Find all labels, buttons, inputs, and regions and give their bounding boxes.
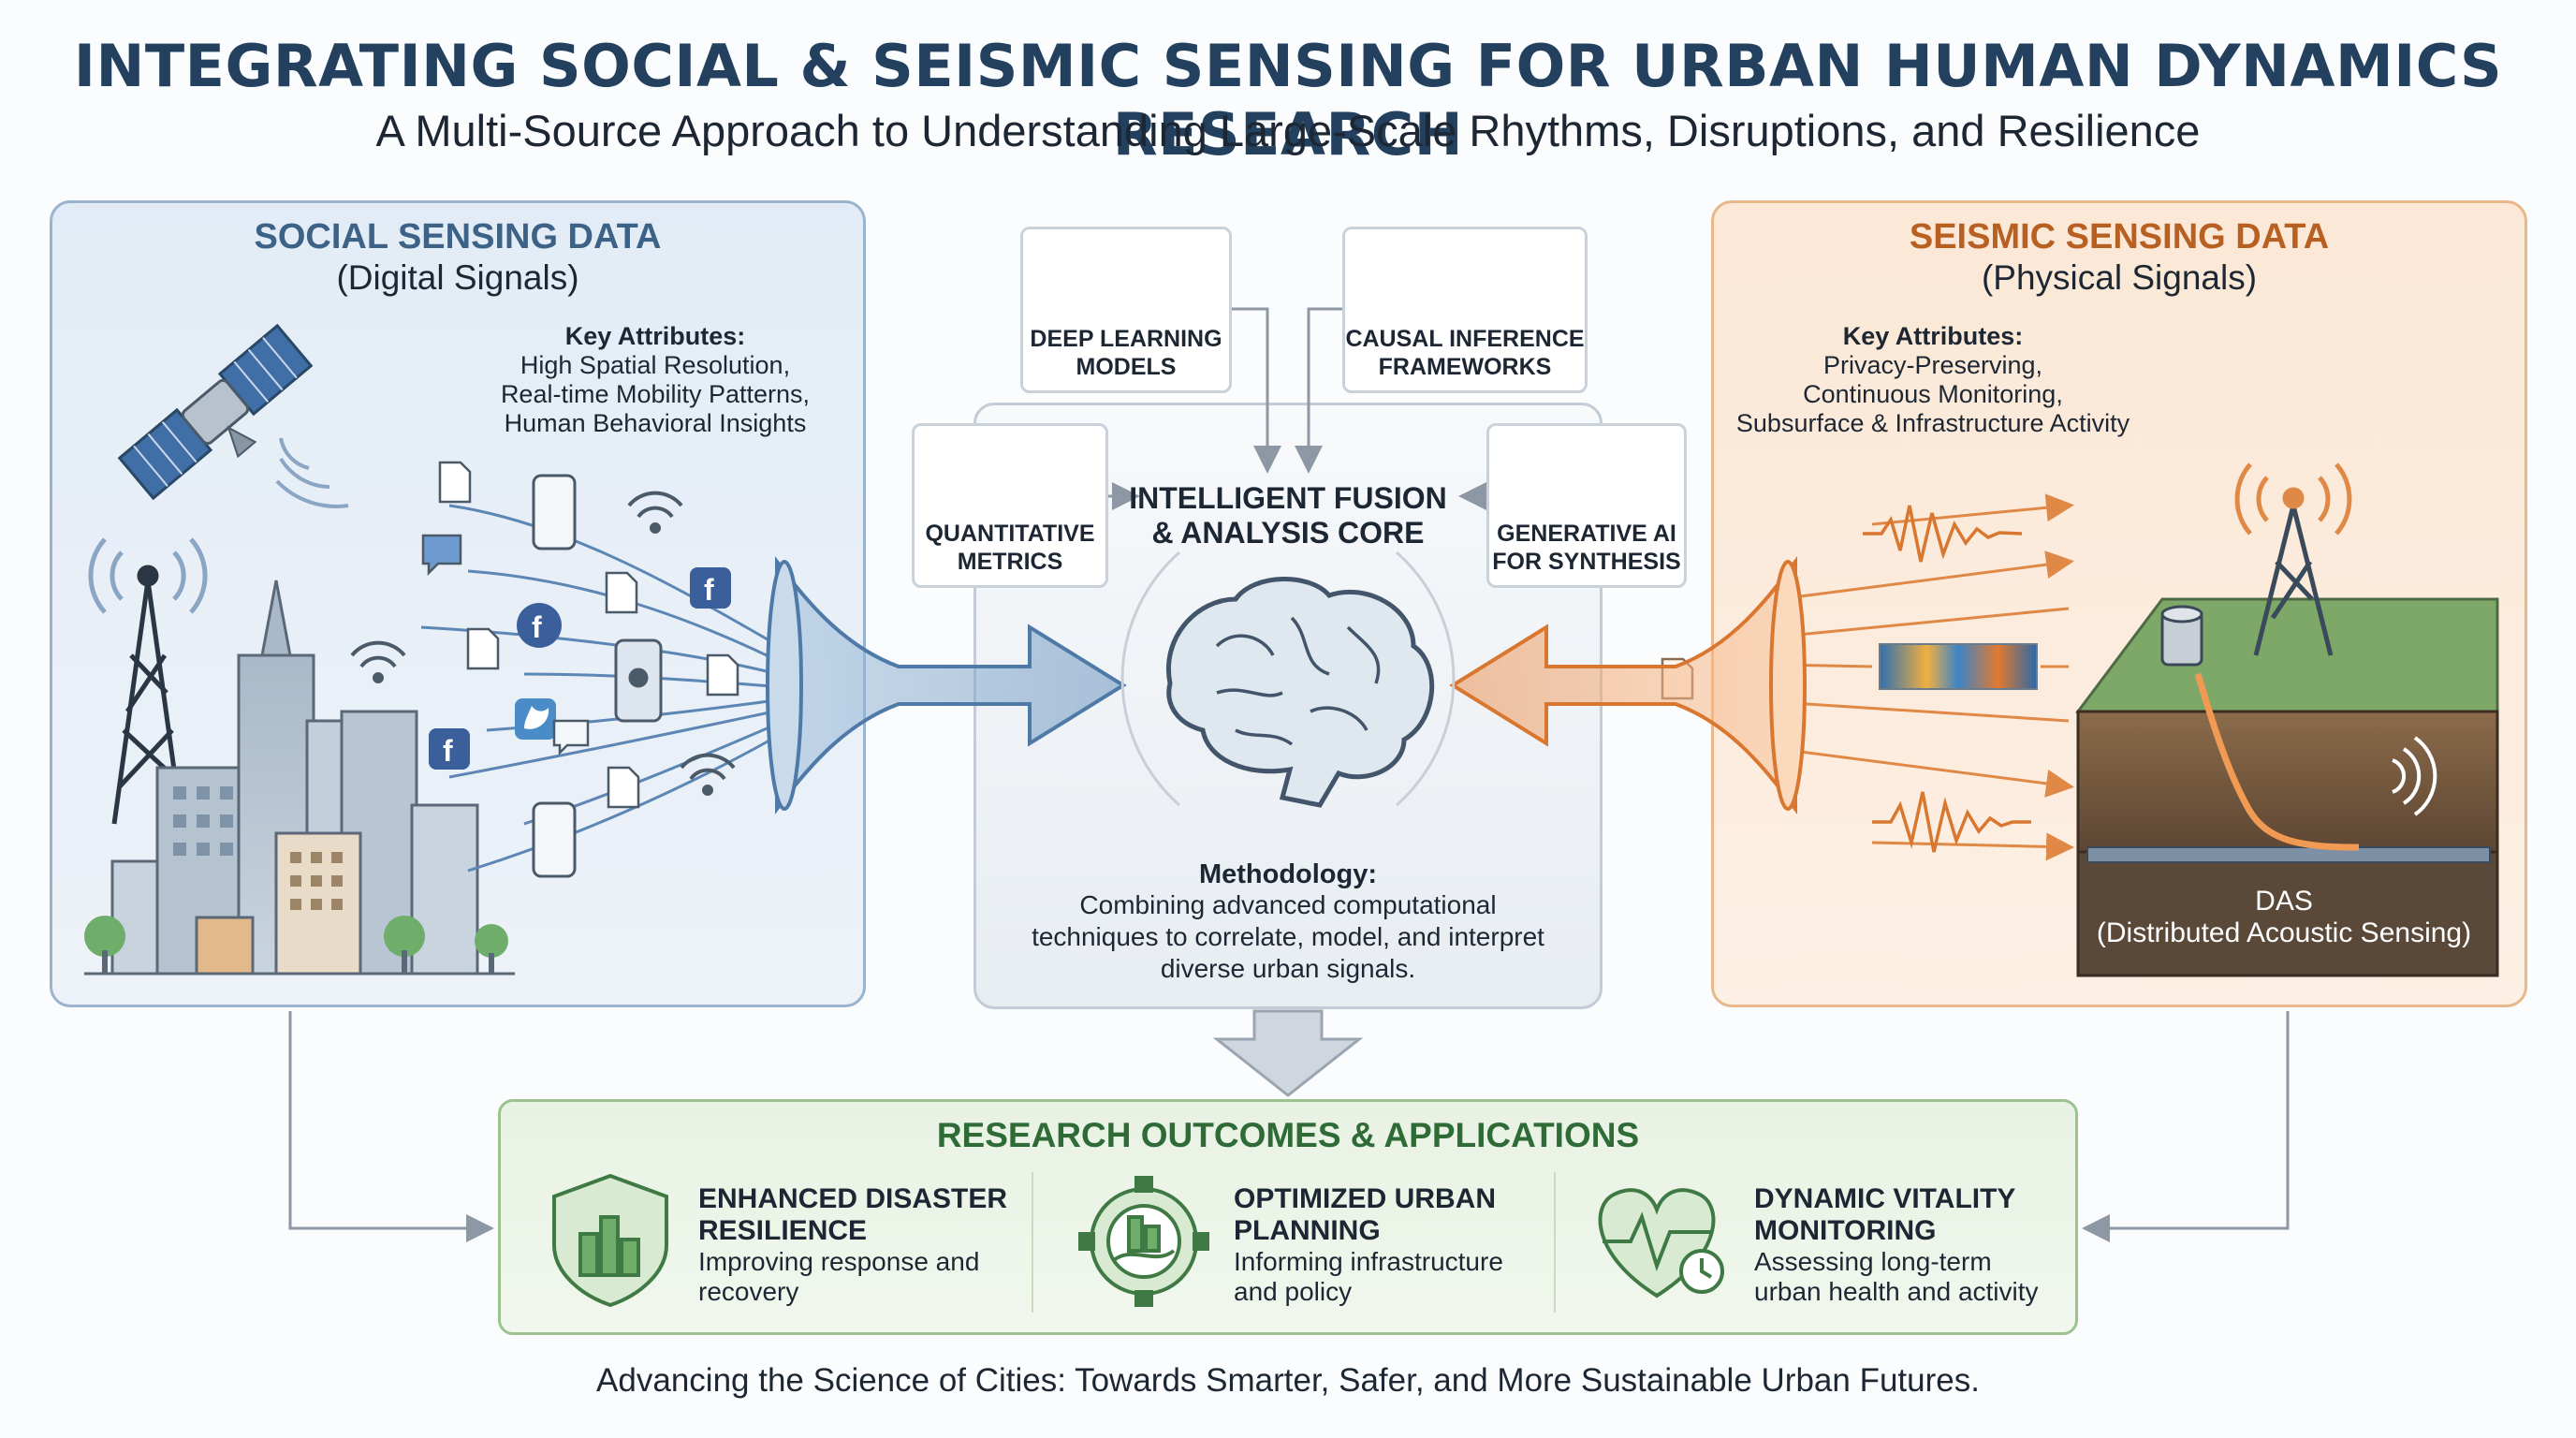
page-title: INTEGRATING SOCIAL & SEISMIC SENSING FOR… xyxy=(73,32,2503,169)
city-skyline-icon xyxy=(110,580,479,976)
seismometer-icon xyxy=(2160,605,2203,667)
outcome-heading-line: RESILIENCE xyxy=(698,1215,868,1246)
core-arc xyxy=(1120,550,1456,807)
outcomes-panel xyxy=(498,1099,2078,1335)
svg-text:f: f xyxy=(704,573,714,607)
das-label: DAS xyxy=(2255,886,2313,917)
svg-text:f: f xyxy=(532,610,542,644)
document-icon xyxy=(438,461,739,809)
seismic-attribute: Privacy-Preserving, xyxy=(1822,351,2043,379)
page-subtitle: A Multi-Source Approach to Understanding… xyxy=(375,106,2201,155)
social-attribute: High Spatial Resolution, xyxy=(520,351,791,379)
outcomes-title: RESEARCH OUTCOMES & APPLICATIONS xyxy=(936,1116,1640,1154)
outcome-divider xyxy=(1032,1172,1033,1313)
social-funnel-icon xyxy=(766,556,1127,814)
seismic-waveform-icon xyxy=(1863,505,2031,853)
outcome-connectors xyxy=(288,1011,2290,1242)
outcome-description: Assessing long-term urban health and act… xyxy=(1754,1247,2072,1307)
outcome-heading-line: DYNAMIC VITALITY xyxy=(1754,1183,2016,1214)
method-label: DEEP LEARNING xyxy=(1030,326,1222,352)
seismic-attribute: Subsurface & Infrastructure Activity xyxy=(1735,409,2130,437)
outcome-description: Improving response and recovery xyxy=(698,1247,1017,1307)
seismic-funnel-icon xyxy=(1449,556,1807,814)
outcome-description-line: recovery xyxy=(698,1277,799,1306)
facebook-icon: f f f xyxy=(429,567,731,770)
heart-pulse-icon xyxy=(1598,1188,1724,1299)
method-box-quantitative-metrics: QUANTITATIVE METRICS xyxy=(912,423,1108,588)
methodology-text: Combining advanced computational techniq… xyxy=(992,889,1584,985)
das-full-label: (Distributed Acoustic Sensing) xyxy=(2096,917,2472,948)
smartphone-icon xyxy=(532,474,663,878)
svg-text:f: f xyxy=(443,734,453,768)
outcome-divider xyxy=(1554,1172,1556,1313)
methodology-line: Combining advanced computational xyxy=(1079,890,1497,919)
social-attribute: Human Behavioral Insights xyxy=(504,409,807,437)
outcome-heading: ENHANCED DISASTER RESILIENCE xyxy=(698,1183,1017,1247)
outcome-heading: OPTIMIZED URBAN PLANNING xyxy=(1234,1183,1552,1247)
outcome-heading-line: OPTIMIZED URBAN xyxy=(1234,1183,1496,1214)
outcome-description-line: and policy xyxy=(1234,1277,1353,1306)
outcome-heading-line: MONITORING xyxy=(1754,1215,1937,1246)
methodology-line: diverse urban signals. xyxy=(1160,954,1416,983)
social-attributes-heading: Key Attributes: xyxy=(564,322,746,350)
seismic-data-flow xyxy=(1773,493,2074,861)
outcome-description-line: Assessing long-term xyxy=(1754,1247,1992,1276)
method-label: QUANTITATIVE xyxy=(925,521,1095,547)
outcome-heading-line: ENHANCED DISASTER xyxy=(698,1183,1008,1214)
spectrogram-icon xyxy=(1879,643,2038,690)
brain-icon xyxy=(1166,577,1435,808)
method-box-causal-inference: CAUSAL INFERENCE FRAMEWORKS xyxy=(1342,227,1588,393)
wifi-icon xyxy=(350,491,736,796)
method-label: FOR SYNTHESIS xyxy=(1492,549,1681,575)
social-panel-title: SOCIAL SENSING DATA xyxy=(254,217,662,257)
outcome-description-line: urban health and activity xyxy=(1754,1277,2039,1306)
social-panel-subtitle: (Digital Signals) xyxy=(336,258,579,297)
outcome-description-line: Informing infrastructure xyxy=(1234,1247,1503,1276)
core-title: INTELLIGENT FUSION & ANALYSIS CORE xyxy=(1114,481,1462,550)
methodology-heading: Methodology: xyxy=(1198,859,1378,889)
footer-text: Advancing the Science of Cities: Towards… xyxy=(596,1362,1980,1399)
seismic-panel-title: SEISMIC SENSING DATA xyxy=(1909,217,2330,257)
outcome-description-line: Improving response and xyxy=(698,1247,980,1276)
social-attribute: Real-time Mobility Patterns, xyxy=(500,380,811,408)
shield-city-icon xyxy=(552,1173,668,1308)
outcome-heading-line: PLANNING xyxy=(1234,1215,1381,1246)
outcome-heading: DYNAMIC VITALITY MONITORING xyxy=(1754,1183,2072,1247)
satellite-signal-icon xyxy=(275,437,349,508)
das-tower-icon xyxy=(2234,462,2352,656)
tree-icon xyxy=(84,916,508,974)
vibration-icon xyxy=(2392,736,2437,816)
core-title-line: & ANALYSIS CORE xyxy=(1151,516,1425,550)
method-label: GENERATIVE AI xyxy=(1497,521,1676,547)
chat-bubble-icon xyxy=(421,534,590,756)
seismic-panel-subtitle: (Physical Signals) xyxy=(1981,258,2258,297)
method-box-deep-learning: DEEP LEARNING MODELS xyxy=(1020,227,1232,393)
building-windows xyxy=(173,786,343,910)
core-title-line: INTELLIGENT FUSION xyxy=(1129,481,1447,515)
method-label: METRICS xyxy=(957,549,1063,575)
methodology-line: techniques to correlate, model, and inte… xyxy=(1032,922,1544,951)
method-label: CAUSAL INFERENCE xyxy=(1345,326,1585,352)
method-label: FRAMEWORKS xyxy=(1378,354,1552,380)
outcome-description: Informing infrastructure and policy xyxy=(1234,1247,1552,1307)
method-box-generative-ai: GENERATIVE AI FOR SYNTHESIS xyxy=(1486,423,1687,588)
twitter-icon xyxy=(515,698,556,740)
seismic-attributes-heading: Key Attributes: xyxy=(1842,322,2024,350)
satellite-icon xyxy=(117,323,314,501)
seismic-attribute: Continuous Monitoring, xyxy=(1803,380,2063,408)
method-label: MODELS xyxy=(1076,354,1177,380)
method-connectors xyxy=(1108,307,1486,510)
down-arrow-icon xyxy=(1212,1009,1364,1097)
gear-city-icon xyxy=(1078,1176,1209,1307)
